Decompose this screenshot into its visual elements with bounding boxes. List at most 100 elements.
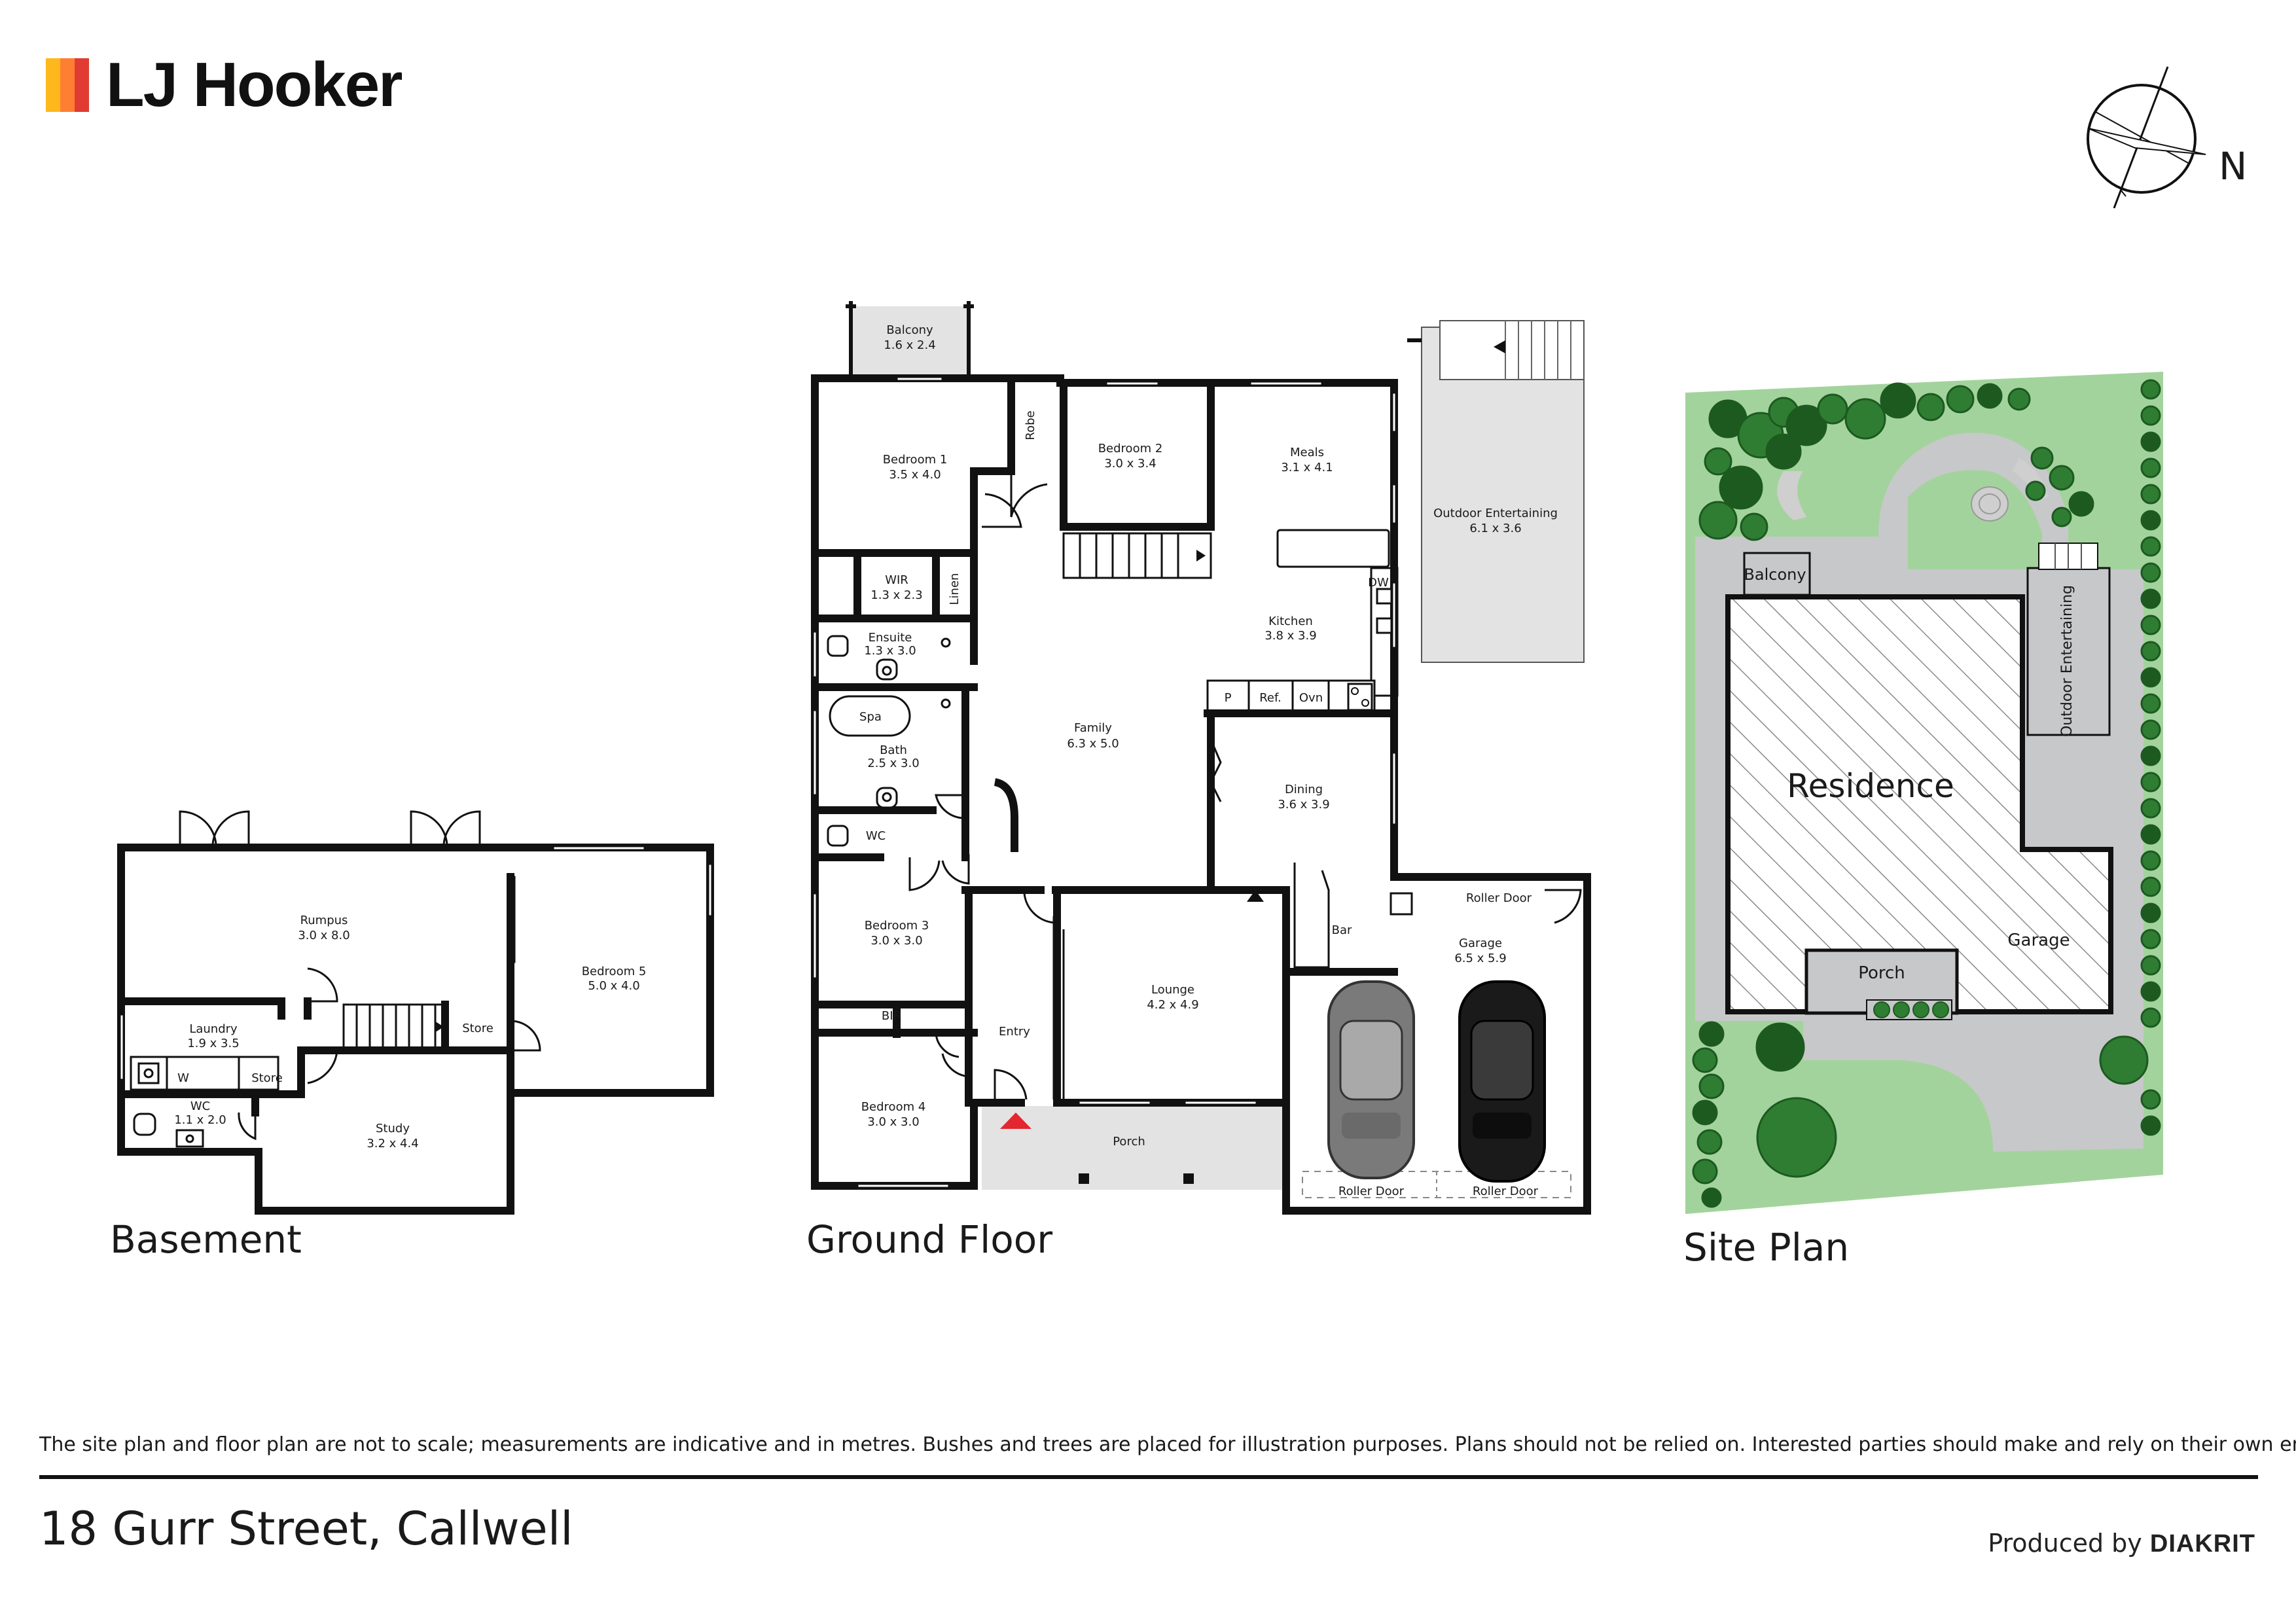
room-size: 3.8 x 3.9 — [1265, 629, 1316, 643]
fixture-label: Spa — [859, 710, 882, 724]
room-size: 3.0 x 8.0 — [298, 929, 350, 942]
room-name: Bedroom 2 — [1098, 442, 1163, 455]
site-label: Balcony — [1744, 565, 1806, 584]
floor-label-ground: Ground Floor — [806, 1217, 1053, 1262]
appliance-label: DW — [1368, 576, 1389, 590]
spa-icon — [829, 695, 911, 737]
producer-name: DIAKRIT — [2149, 1530, 2255, 1558]
logo-stripe-red — [75, 58, 89, 112]
basement-plan — [117, 810, 714, 1215]
room-size: 2.5 x 3.0 — [867, 757, 919, 770]
balcony-area — [851, 306, 969, 378]
room-size: 1.3 x 3.0 — [864, 644, 916, 658]
room-name: Garage — [1459, 936, 1502, 950]
room-size: 3.0 x 3.4 — [1104, 457, 1156, 471]
entry-marker-icon — [1000, 1113, 1031, 1129]
room-name: Balcony — [886, 323, 933, 337]
room-size: 5.0 x 4.0 — [588, 979, 639, 993]
disclaimer-text: The site plan and floor plan are not to … — [39, 1433, 2296, 1456]
ground-floor-doors — [908, 474, 1582, 1103]
site-plan-drawing — [1685, 372, 2163, 1214]
basement-walls — [117, 844, 714, 1215]
residence-footprint — [1725, 594, 2113, 1014]
room-size: 3.6 x 3.9 — [1278, 798, 1329, 812]
room-size: 1.3 x 2.3 — [870, 588, 922, 602]
room-name: WC — [190, 1099, 210, 1113]
room-name: Study — [376, 1122, 410, 1135]
room-name: Kitchen — [1268, 615, 1313, 628]
car-icon — [1458, 980, 1546, 1183]
logo-stripes-icon — [46, 58, 89, 112]
site-label: Outdoor Entertaining — [2059, 585, 2075, 737]
room-name: Bedroom 4 — [861, 1100, 926, 1114]
room-size: 3.1 x 4.1 — [1281, 461, 1333, 474]
room-size: 4.2 x 4.9 — [1147, 998, 1198, 1012]
room-name: Dining — [1285, 783, 1323, 796]
porch-area — [982, 1106, 1283, 1190]
room-name: Entry — [999, 1025, 1030, 1039]
room-name: WIR — [885, 573, 908, 587]
room-name: Bedroom 3 — [865, 919, 929, 933]
room-name: Laundry — [189, 1022, 238, 1036]
tree-icons — [1692, 379, 2161, 1208]
room-size: 3.0 x 3.0 — [867, 1115, 919, 1129]
ground-floor-windows — [812, 376, 1397, 1189]
bathroom-fixtures-icon — [827, 588, 1413, 916]
north-label: N — [2219, 144, 2248, 188]
room-labels: Balcony 1.6 x 2.4 Bedroom 1 3.5 x 4.0 Ro… — [174, 323, 2075, 1198]
room-size: 1.9 x 3.5 — [187, 1037, 239, 1050]
room-name: Store — [462, 1022, 493, 1035]
site-label: Garage — [2007, 931, 2070, 950]
room-size: 6.1 x 3.6 — [1469, 522, 1521, 535]
room-name: Bar — [1332, 923, 1352, 937]
garage-door-label: Roller Door — [1473, 1185, 1539, 1198]
property-address: 18 Gurr Street, Callwell — [39, 1502, 573, 1556]
car-icon — [1327, 980, 1415, 1179]
producer-prefix: Produced by — [1988, 1529, 2142, 1558]
room-name: Bedroom 5 — [582, 965, 647, 978]
stairs-icon — [342, 1003, 446, 1050]
room-size: 6.3 x 5.0 — [1067, 737, 1119, 751]
driveway-area — [1695, 433, 2068, 569]
room-name: Outdoor Entertaining — [1433, 507, 1558, 520]
stairs-icon — [1062, 532, 1212, 579]
room-name: Ensuite — [869, 631, 912, 645]
floor-label-site: Site Plan — [1683, 1225, 1850, 1270]
appliance-label: Ref. — [1259, 691, 1282, 705]
room-size: 3.0 x 3.0 — [870, 934, 922, 948]
room-name: WC — [866, 829, 886, 843]
floor-label-basement: Basement — [110, 1217, 302, 1262]
driveway-area — [1803, 1021, 2144, 1152]
room-name: Store — [251, 1071, 283, 1085]
room-name: Linen — [948, 573, 961, 605]
room-name: Family — [1074, 721, 1112, 735]
room-name: Bedroom 1 — [883, 453, 948, 467]
garage-door-label: Roller Door — [1338, 1185, 1405, 1198]
room-size: 1.6 x 2.4 — [884, 338, 935, 352]
room-size: 3.2 x 4.4 — [367, 1137, 418, 1150]
room-name: Bath — [880, 743, 907, 757]
room-name: Porch — [1113, 1135, 1145, 1149]
logo-stripe-yellow — [46, 58, 60, 112]
room-name: Rumpus — [300, 914, 348, 927]
room-name: Meals — [1290, 446, 1324, 459]
ground-floor-plan — [811, 301, 1591, 1215]
room-name: Robe — [1024, 410, 1037, 440]
room-size: 3.5 x 4.0 — [889, 468, 941, 482]
site-label: Residence — [1787, 767, 1954, 805]
producer-credit: Produced by DIAKRIT — [1988, 1529, 2255, 1558]
garage-door-label: Roller Door — [1466, 891, 1532, 905]
room-size: 6.5 x 5.9 — [1454, 952, 1506, 965]
logo-stripe-orange — [60, 58, 75, 112]
laundry-fixtures-icon — [130, 1056, 279, 1148]
site-label: Porch — [1858, 963, 1905, 983]
brand-logo: LJ Hooker — [46, 46, 403, 124]
room-name: Lounge — [1151, 983, 1194, 997]
compass-icon — [2087, 66, 2206, 209]
fixture-label: W — [177, 1071, 189, 1085]
divider — [39, 1475, 2258, 1479]
appliance-label: Ovn — [1299, 691, 1323, 705]
room-size: 1.1 x 2.0 — [174, 1113, 226, 1127]
basement-doors — [179, 810, 541, 1141]
